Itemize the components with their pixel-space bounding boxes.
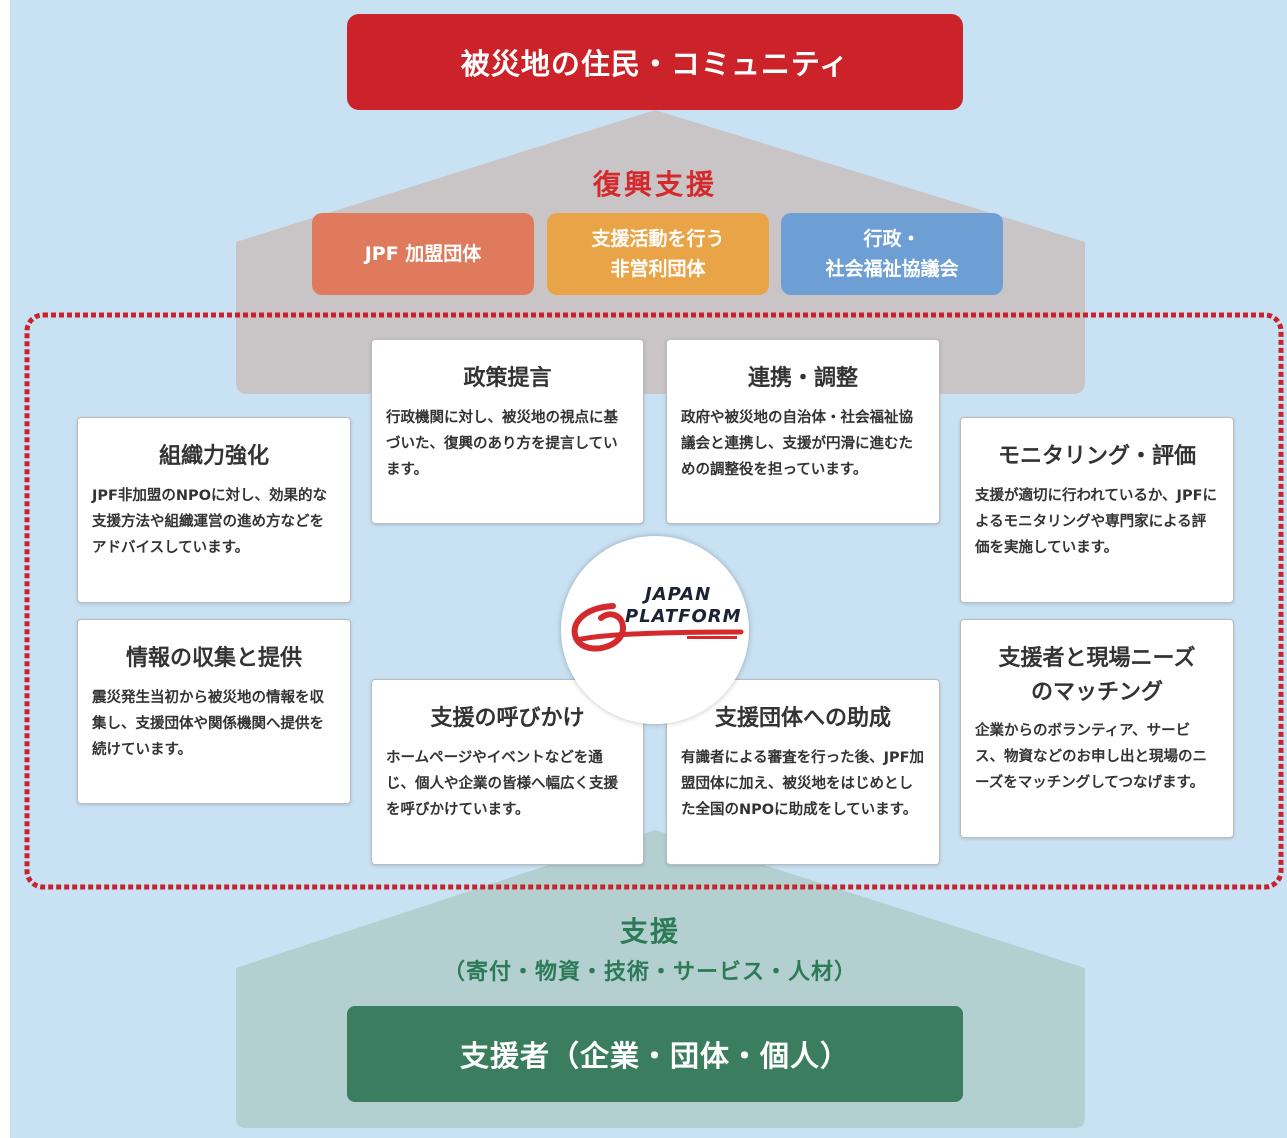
support-title: 支援 bbox=[619, 915, 680, 948]
card-body: 企業からのボランティア、サービス、物資などのお申し出と現場のニーズをマッチングし… bbox=[975, 723, 1207, 791]
card-information: 情報の収集と提供 震災発生当初から被災地の情報を収集し、支援団体や関係機関へ提供… bbox=[77, 619, 351, 804]
group-jpf-members: JPF 加盟団体 bbox=[312, 213, 534, 295]
card-body: JPF非加盟のNPOに対し、効果的な支援方法や組織運営の進め方などをアドバイスし… bbox=[92, 488, 328, 556]
logo-text-japan: JAPAN bbox=[645, 584, 712, 605]
supporters-box: 支援者（企業・団体・個人） bbox=[347, 1006, 963, 1102]
card-title: 支援の呼びかけ bbox=[430, 706, 585, 731]
logo-text-platform: PLATFORM bbox=[625, 606, 742, 627]
card-title: 支援団体への助成 bbox=[714, 706, 891, 731]
card-body: 支援が適切に行われているか、JPFによるモニタリングや専門家による評価を実施して… bbox=[975, 488, 1217, 556]
card-body: 行政機関に対し、被災地の視点に基づいた、復興のあり方を提言しています。 bbox=[386, 410, 618, 478]
support-subtitle: （寄付・物資・技術・サービス・人材） bbox=[442, 960, 857, 985]
card-title: 支援者と現場ニーズ のマッチング bbox=[998, 646, 1196, 705]
recovery-support-title: 復興支援 bbox=[592, 168, 717, 201]
logo-swoosh-icon bbox=[571, 603, 744, 652]
card-title: モニタリング・評価 bbox=[997, 444, 1196, 469]
card-body: ホームページやイベントなどを通じ、個人や企業の皆様へ幅広く支援を呼びかけています… bbox=[386, 750, 618, 818]
card-title: 連携・調整 bbox=[747, 366, 858, 391]
card-needs-matching: 支援者と現場ニーズ のマッチング 企業からのボランティア、サービス、物資などのお… bbox=[960, 619, 1234, 838]
group-government: 行政・ 社会福祉協議会 bbox=[781, 213, 1003, 295]
card-organization-strengthening: 組織力強化 JPF非加盟のNPOに対し、効果的な支援方法や組織運営の進め方などを… bbox=[77, 417, 351, 603]
group-nonprofits-label: 支援活動を行う 非営利団体 bbox=[591, 228, 725, 280]
card-body: 有識者による審査を行った後、JPF加盟団体に加え、被災地をはじめとした全国のNP… bbox=[681, 750, 924, 818]
card-policy-proposal: 政策提言 行政機関に対し、被災地の視点に基づいた、復興のあり方を提言しています。 bbox=[371, 339, 644, 524]
affected-residents-box: 被災地の住民・コミュニティ bbox=[347, 14, 963, 110]
card-call-for-support: 支援の呼びかけ ホームページやイベントなどを通じ、個人や企業の皆様へ幅広く支援を… bbox=[371, 679, 644, 865]
card-monitoring-evaluation: モニタリング・評価 支援が適切に行われているか、JPFによるモニタリングや専門家… bbox=[960, 417, 1234, 603]
card-grants: 支援団体への助成 有識者による審査を行った後、JPF加盟団体に加え、被災地をはじ… bbox=[666, 679, 940, 865]
card-body: 政府や被災地の自治体・社会福祉協議会と連携し、支援が円滑に進むための調整役を担っ… bbox=[681, 410, 913, 478]
card-title: 組織力強化 bbox=[158, 444, 269, 469]
card-title: 情報の収集と提供 bbox=[125, 646, 302, 671]
japan-platform-logo: JAPAN PLATFORM bbox=[561, 536, 749, 724]
group-government-label: 行政・ 社会福祉協議会 bbox=[825, 228, 959, 280]
card-body: 震災発生当初から被災地の情報を収集し、支援団体や関係機関へ提供を続けています。 bbox=[92, 690, 324, 758]
card-coordination: 連携・調整 政府や被災地の自治体・社会福祉協議会と連携し、支援が円滑に進むための… bbox=[666, 339, 940, 524]
card-title: 政策提言 bbox=[463, 366, 552, 391]
jpf-activity-border bbox=[24, 312, 1284, 890]
group-jpf-members-label: JPF 加盟団体 bbox=[364, 243, 482, 265]
group-nonprofits: 支援活動を行う 非営利団体 bbox=[547, 213, 769, 295]
